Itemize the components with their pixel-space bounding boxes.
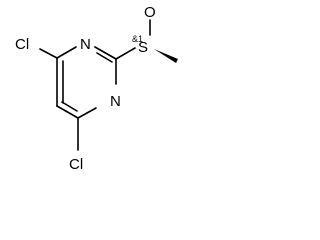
bond-n3-c2 [94,46,117,60]
bond-c4-cl [39,48,58,59]
bond-c4-n3 [56,46,77,59]
molecule-diagram: Cl N S O N Cl &1 [0,0,192,177]
bond-c6-c5 [56,105,79,119]
bond-n3-c2-double [96,52,113,63]
atom-cl-bottom: Cl [69,156,83,173]
bond-c2-s [115,47,136,60]
atom-s: S [138,39,148,56]
atom-o: O [144,4,156,21]
atom-cl-top: Cl [15,36,29,53]
bond-c6-c5-double [61,101,78,112]
stereo-label: &1 [132,34,143,44]
bond-n1-c6 [77,107,97,119]
atom-n-bottom: N [110,93,121,110]
wedge-bond-s-methyl [154,49,178,63]
structure-svg: Cl N S O N Cl &1 [15,4,178,173]
atom-n-top: N [80,36,91,53]
